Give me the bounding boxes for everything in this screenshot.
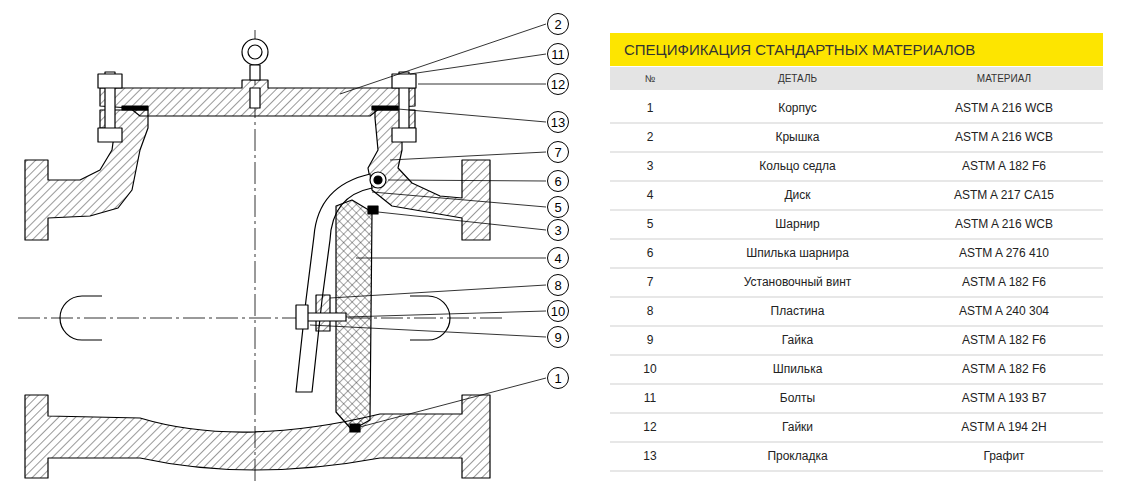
material-name: ASTM A 216 WCB: [905, 217, 1103, 231]
part-name: Кольцо седла: [690, 159, 905, 173]
row-number: 1: [610, 101, 690, 115]
row-number: 8: [610, 304, 690, 318]
part-name: Диск: [690, 188, 905, 202]
part-name: Шпилька шарнира: [690, 246, 905, 260]
row-number: 7: [610, 275, 690, 289]
callout-circle: 6: [547, 170, 569, 192]
row-number: 5: [610, 217, 690, 231]
callout-circle: 8: [547, 274, 569, 296]
column-header: №: [610, 73, 690, 84]
row-number: 3: [610, 159, 690, 173]
material-name: ASTM A 182 F6: [905, 333, 1103, 347]
callout-number: 5: [554, 201, 561, 214]
callout-number: 8: [554, 279, 561, 292]
callout-number: 13: [551, 116, 565, 129]
material-name: ASTM A 182 F6: [905, 362, 1103, 376]
part-name: Крышка: [690, 130, 905, 144]
callout-circle: 13: [547, 111, 569, 133]
part-name: Корпус: [690, 101, 905, 115]
part-name: Шпилька: [690, 362, 905, 376]
callout-circle: 9: [547, 326, 569, 348]
callout-circle: 10: [547, 300, 569, 322]
material-name: ASTM A 193 B7: [905, 391, 1103, 405]
callout-number: 9: [554, 331, 561, 344]
part-name: Установочный винт: [690, 275, 905, 289]
material-name: ASTM A 216 WCB: [905, 101, 1103, 115]
callout-number: 4: [554, 252, 561, 265]
material-name: Графит: [905, 449, 1103, 463]
callout-circle: 11: [547, 43, 569, 65]
callout-circle: 1: [547, 367, 569, 389]
part-name: Прокладка: [690, 449, 905, 463]
part-name: Болты: [690, 391, 905, 405]
part-name: Гайка: [690, 333, 905, 347]
row-number: 2: [610, 130, 690, 144]
callout-circle: 2: [547, 13, 569, 35]
row-number: 13: [610, 449, 690, 463]
table-rules: [610, 123, 1103, 471]
table-title-band: СПЕЦИФИКАЦИЯ СТАНДАРТНЫХ МАТЕРИАЛОВ: [610, 33, 1103, 66]
row-number: 11: [610, 391, 690, 405]
row-number: 6: [610, 246, 690, 260]
callout-number: 6: [554, 175, 561, 188]
callout-circle: 12: [547, 73, 569, 95]
callout-number: 3: [554, 224, 561, 237]
material-name: ASTM A 182 F6: [905, 275, 1103, 289]
callout-number: 11: [551, 48, 565, 61]
material-name: ASTM A 276 410: [905, 246, 1103, 260]
material-name: ASTM A 216 WCB: [905, 130, 1103, 144]
callout-number: 1: [554, 372, 561, 385]
table-title: СПЕЦИФИКАЦИЯ СТАНДАРТНЫХ МАТЕРИАЛОВ: [624, 41, 975, 58]
row-number: 4: [610, 188, 690, 202]
row-number: 12: [610, 420, 690, 434]
callout-circle: 7: [547, 141, 569, 163]
callout-circle: 3: [547, 219, 569, 241]
column-header: ДЕТАЛЬ: [690, 73, 905, 84]
table-header-band: №ДЕТАЛЬМАТЕРИАЛ: [610, 67, 1103, 90]
callout-circle: 4: [547, 247, 569, 269]
callout-number: 10: [551, 305, 565, 318]
part-name: Шарнир: [690, 217, 905, 231]
column-header: МАТЕРИАЛ: [905, 73, 1103, 84]
callout-number: 12: [551, 78, 565, 91]
callout-number: 7: [554, 146, 561, 159]
part-name: Гайки: [690, 420, 905, 434]
material-name: ASTM A 182 F6: [905, 159, 1103, 173]
row-number: 10: [610, 362, 690, 376]
part-name: Пластина: [690, 304, 905, 318]
callout-circle: 5: [547, 196, 569, 218]
material-name: ASTM A 194 2H: [905, 420, 1103, 434]
row-number: 9: [610, 333, 690, 347]
material-name: ASTM A 240 304: [905, 304, 1103, 318]
material-name: ASTM A 217 CA15: [905, 188, 1103, 202]
callout-number: 2: [554, 18, 561, 31]
